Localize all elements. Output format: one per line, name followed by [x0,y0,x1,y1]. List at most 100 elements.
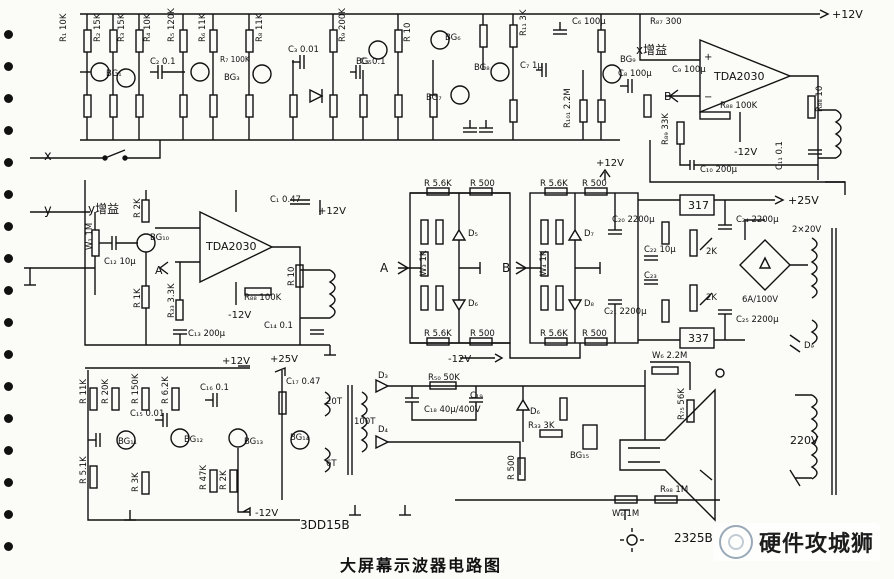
top-bank-wires [86,14,602,140]
crt-model-number: 2325B [674,531,713,545]
label-2x20: 2×20V [792,225,821,235]
label-c20: C₂₀ 2200µ [612,215,655,225]
binder-hole [4,190,13,199]
label-2k-bot: 2K [706,293,717,303]
label-r62k: R 6.2K [161,376,171,404]
label-r150k: R 150K [131,373,141,404]
label-r56-tl: R 5.6K [424,179,452,189]
label-c12: C₁₂ 10µ [104,257,136,267]
label-rb8: R₈₈ 100K [720,101,758,111]
label-w1: W₁ 1M [85,223,95,250]
flyback-transformer-secondary [360,391,368,453]
label-r500-bottom: R 500 [507,455,517,480]
label-337: 337 [688,332,709,345]
label-r56-tr: R 5.6K [540,179,568,189]
label-y: y [44,203,52,218]
label-tda-x: TDA2030 [713,70,765,83]
binder-hole [4,254,13,263]
label-minus12-y: -12V [228,310,251,321]
label-a-psu: A [380,261,389,275]
label-r5: R₅ 120K [167,8,177,42]
label-c18: C₁₈ 40µ/400V [424,405,481,415]
label-d4: D₄ [378,425,389,435]
power-transformer-primary [810,394,818,480]
label-w4: W₄ 1K [539,250,549,276]
binder-hole [4,286,13,295]
label-a-left: A [155,264,163,277]
label-c24: C₂₄ 2200µ [736,215,779,225]
binder-hole [4,382,13,391]
psu-diode-d5 [451,228,467,241]
label-minus12-top: -12V [734,147,757,158]
label-bg10: BG₁₀ [150,233,170,243]
regulator-317 [679,194,715,216]
label-220v: 220V [790,434,819,447]
label-c11: C₁₁ 0.1 [775,141,785,170]
label-bridge: 6A/100V [742,295,778,305]
watermark-logo-icon [718,525,753,559]
label-dx: D₉ [804,341,815,351]
label-2k-top: 2K [706,247,717,257]
label-d8: D₈ [584,299,595,309]
binder-hole [4,446,13,455]
label-b-top: B [664,90,672,103]
label-r500-br: R 500 [582,329,607,339]
label-r88: R₈₈ 10 [815,86,825,112]
label-bg13: BG₁₃ [244,437,263,447]
label-r10: R 10 [403,23,413,42]
top-capacitors [150,22,633,133]
binder-hole [4,158,13,167]
label-r500-bl: R 500 [470,329,495,339]
x-switch [104,149,126,159]
crt-grid-bg15 [582,424,598,450]
binder-hole [4,478,13,487]
crt-pin [715,368,725,378]
binder-hole [4,30,13,39]
binder-hole [4,222,13,231]
binder-hole [4,510,13,519]
label-c8: C₈ 100µ [618,69,652,79]
label-r7: R₇ 100K [220,55,251,64]
indicator-coil [810,319,818,345]
label-w22m: W₆ 2.2M [652,351,687,361]
binder-hole [4,318,13,327]
psu-diode-d7 [567,228,583,241]
label-d6: D₆ [468,299,479,309]
binder-hole [4,350,13,359]
label-c15: C₁₅ 0.01 [130,409,164,419]
label-w1m: W₆ 1M [612,509,639,519]
label-plus12-bottom: +12V [222,356,250,367]
binder-hole [4,62,13,71]
label-r47kb: R 47K [199,465,209,490]
label-r11: R₁₁ 3K [519,9,529,36]
flyback-transformer-primary [323,391,331,417]
watermark-text: 硬件攻城狮 [758,532,874,557]
label-d3: D₃ [378,371,388,381]
label-x-gain: x增益 [636,43,667,57]
psu-diode-d8 [567,299,583,312]
label-r11k: R 11K [79,379,89,404]
label-bg8: BG₈ [474,63,490,73]
label-r56-br: R 5.6K [540,329,568,339]
label-r56k: R₇₅ 56K [677,388,687,420]
label-c19: C₁₉ [470,391,483,401]
hv-diode-d3 [375,378,390,394]
label-bg11: BG₁₁ [118,437,137,447]
label-c5: C₅ 0.1 [360,57,386,67]
label-r2k4: R 2K [219,470,229,490]
plus12-arrow [819,9,830,19]
label-c10: C₁₀ 200µ [700,165,738,175]
label-y-gain: y增益 [88,202,119,216]
binder-holes [0,0,20,579]
label-c1-y: C₁ 0.47 [270,195,301,205]
crt-tube [619,388,716,522]
binder-hole [4,94,13,103]
label-bg12: BG₁₂ [184,435,203,445]
label-bg9: BG₉ [620,55,636,65]
label-r10-y: R 10 [287,267,297,286]
binder-hole [4,126,13,135]
watermark: 硬件攻城狮 [712,523,880,561]
regulator-337 [679,327,715,349]
label-c1-top: C₂ 0.1 [150,57,176,67]
